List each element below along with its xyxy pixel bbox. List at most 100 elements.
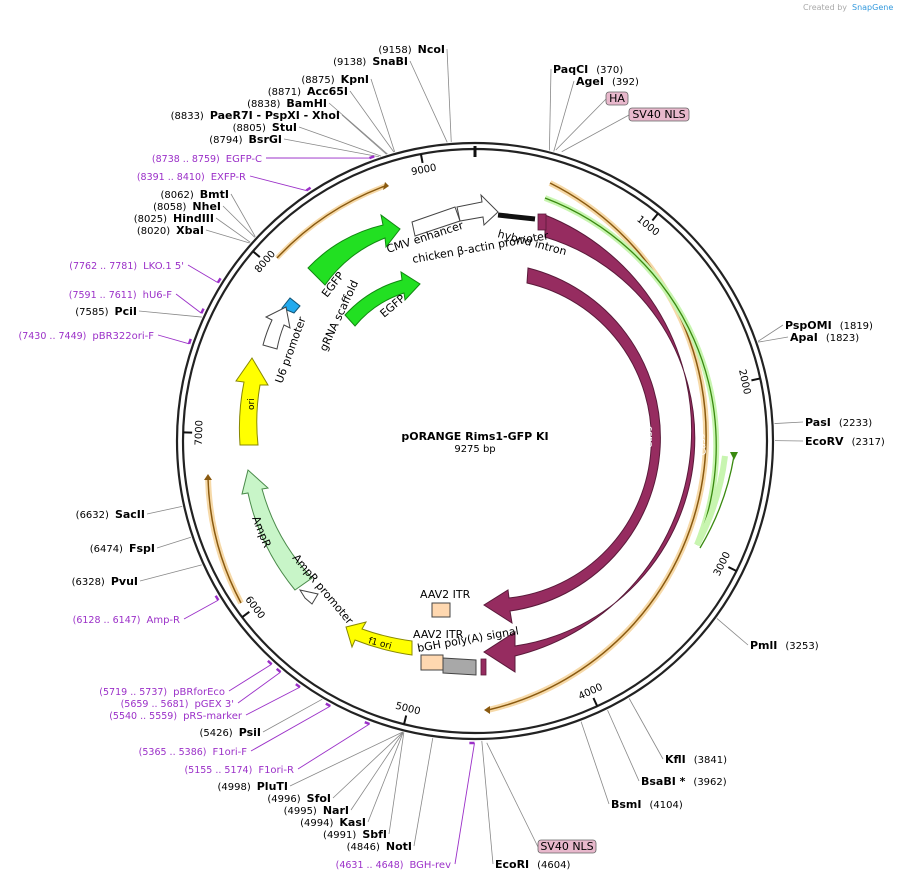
primer-range: (8391 .. 8410) (137, 172, 205, 183)
primer-mark (369, 155, 375, 160)
site-label[interactable]: PmlI(3253) (750, 639, 819, 652)
site-label[interactable]: EcoRI(4604) (495, 858, 571, 871)
site-label[interactable]: (7585)PciI (75, 305, 137, 318)
site-leader (549, 68, 552, 151)
primer-name: EGFP-C (226, 154, 262, 165)
site-name: EcoRI (495, 858, 529, 871)
primer-label[interactable]: (5155 .. 5174)F1ori-R (184, 765, 294, 776)
primer-leader (183, 599, 219, 620)
site-label[interactable]: KflI(3841) (665, 753, 727, 766)
outer-feature-label: HA (609, 92, 625, 105)
f1-ori-arrow (345, 621, 413, 656)
outer-feature-box[interactable] (628, 107, 690, 122)
outer-feature-box[interactable] (605, 91, 629, 106)
site-label[interactable]: (8062)BmtI (161, 188, 229, 201)
site-label[interactable]: PspOMI(1819) (785, 319, 873, 332)
site-position: (6328) (72, 577, 105, 588)
tick-label: 2000 (736, 368, 752, 395)
primer-range: (7591 .. 7611) (69, 290, 137, 301)
site-leader (446, 48, 452, 142)
primer-mark (267, 659, 273, 666)
primer-label[interactable]: (8391 .. 8410)EXFP-R (137, 172, 246, 183)
site-label[interactable]: (8805)StuI (233, 121, 297, 134)
site-position: (6632) (76, 510, 109, 521)
primer-label[interactable]: (7762 .. 7781)LKO.1 5' (69, 261, 184, 272)
primer-leader (249, 175, 307, 191)
site-label[interactable]: (8833) PaeR7I - PspXI - XhoI (171, 109, 340, 122)
site-label[interactable]: (4846)NotI (347, 840, 412, 853)
site-position: (4991) (323, 830, 356, 841)
site-label[interactable]: PasI(2233) (805, 416, 872, 429)
green-arc-line (544, 197, 717, 546)
site-name: PsiI (239, 726, 261, 739)
primer-label[interactable]: (7591 .. 7611)hU6-F (69, 290, 172, 301)
site-leader (341, 114, 387, 155)
primer-label[interactable]: (6128 .. 6147)Amp-R (73, 615, 180, 626)
primer-label[interactable]: (5540 .. 5559)pRS-marker (109, 711, 243, 722)
site-label[interactable]: (4996)SfoI (267, 792, 331, 805)
site-position: (8025) (134, 214, 167, 225)
site-label[interactable]: BsaBI *(3962) (641, 775, 727, 788)
site-name: PluTI (257, 780, 288, 793)
site-name: EcoRV (805, 435, 844, 448)
site-leader (481, 740, 494, 865)
site-label[interactable]: (6632)SacII (76, 508, 145, 521)
site-label[interactable]: EcoRV(2317) (805, 435, 885, 448)
tick-label: 6000 (242, 594, 266, 621)
primer-label[interactable]: (5719 .. 5737)pBRforEco (99, 687, 225, 698)
site-leader (628, 698, 664, 760)
site-label[interactable]: PaqCI(370) (553, 63, 623, 76)
aav2-itr-box-2 (420, 654, 444, 671)
site-leader (716, 618, 749, 646)
tick-mark (403, 715, 408, 725)
site-label[interactable]: (8794)BsrGI (209, 133, 282, 146)
site-label[interactable]: (4994)KasI (300, 816, 366, 829)
site-leader (367, 732, 404, 823)
primer-label[interactable]: (7430 .. 7449)pBR322ori-F (19, 331, 155, 342)
site-name: PaeR7I - PspXI - XhoI (210, 109, 340, 122)
site-label[interactable]: (8875)KpnI (301, 73, 369, 86)
site-leader (758, 336, 789, 343)
site-label[interactable]: ApaI(1823) (790, 331, 859, 344)
site-position: (8805) (233, 123, 266, 134)
primer-name: pBRforEco (173, 687, 225, 698)
site-leader (283, 138, 380, 158)
site-label[interactable]: (4998)PluTI (217, 780, 288, 793)
tick-mark (651, 212, 659, 222)
label-ori: ori (247, 398, 257, 410)
primer-range: (8738 .. 8759) (152, 154, 220, 165)
site-leader (298, 126, 382, 157)
primer-label[interactable]: (8738 .. 8759) EGFP-C (152, 154, 262, 165)
tick-mark (252, 250, 261, 258)
site-position: (7585) (75, 307, 108, 318)
primer-label[interactable]: (4631 .. 4648)BGH-rev (336, 860, 451, 871)
site-label[interactable]: (9158)NcoI (378, 43, 445, 56)
site-label[interactable]: AgeI(392) (576, 75, 639, 88)
site-label[interactable]: (4995)NarI (284, 804, 349, 817)
site-label[interactable]: (8058)NheI (153, 200, 221, 213)
site-name: KpnI (341, 73, 369, 86)
outer-feature-box[interactable] (537, 839, 597, 854)
site-position: (8833) (171, 111, 204, 122)
site-leader (757, 324, 784, 342)
site-label[interactable]: (9138)SnaBI (333, 55, 408, 68)
site-position: (8794) (209, 135, 242, 146)
label-ampr-promoter: AmpR promoter (290, 552, 356, 628)
primer-label[interactable]: (5659 .. 5681)pGEX 3' (121, 699, 234, 710)
site-label[interactable]: (6474)FspI (90, 542, 155, 555)
site-label[interactable]: (8025)HindIII (134, 212, 214, 225)
site-label[interactable]: BsmI(4104) (611, 798, 683, 811)
tick-mark (727, 566, 737, 572)
site-label[interactable]: (6328)PvuI (72, 575, 138, 588)
site-label[interactable]: (8871)Acc65I (268, 85, 348, 98)
site-label[interactable]: (8020)XbaI (137, 224, 204, 237)
site-label[interactable]: (4991)SbfI (323, 828, 387, 841)
site-name: PspOMI (785, 319, 832, 332)
primer-label[interactable]: (5365 .. 5386)F1ori-F (139, 747, 248, 758)
site-leader (328, 102, 388, 155)
site-leader (413, 737, 434, 847)
site-name: NotI (386, 840, 412, 853)
site-label[interactable]: (8838)BamHI (247, 97, 327, 110)
primer-mark (364, 720, 371, 726)
site-label[interactable]: (5426)PsiI (199, 726, 261, 739)
